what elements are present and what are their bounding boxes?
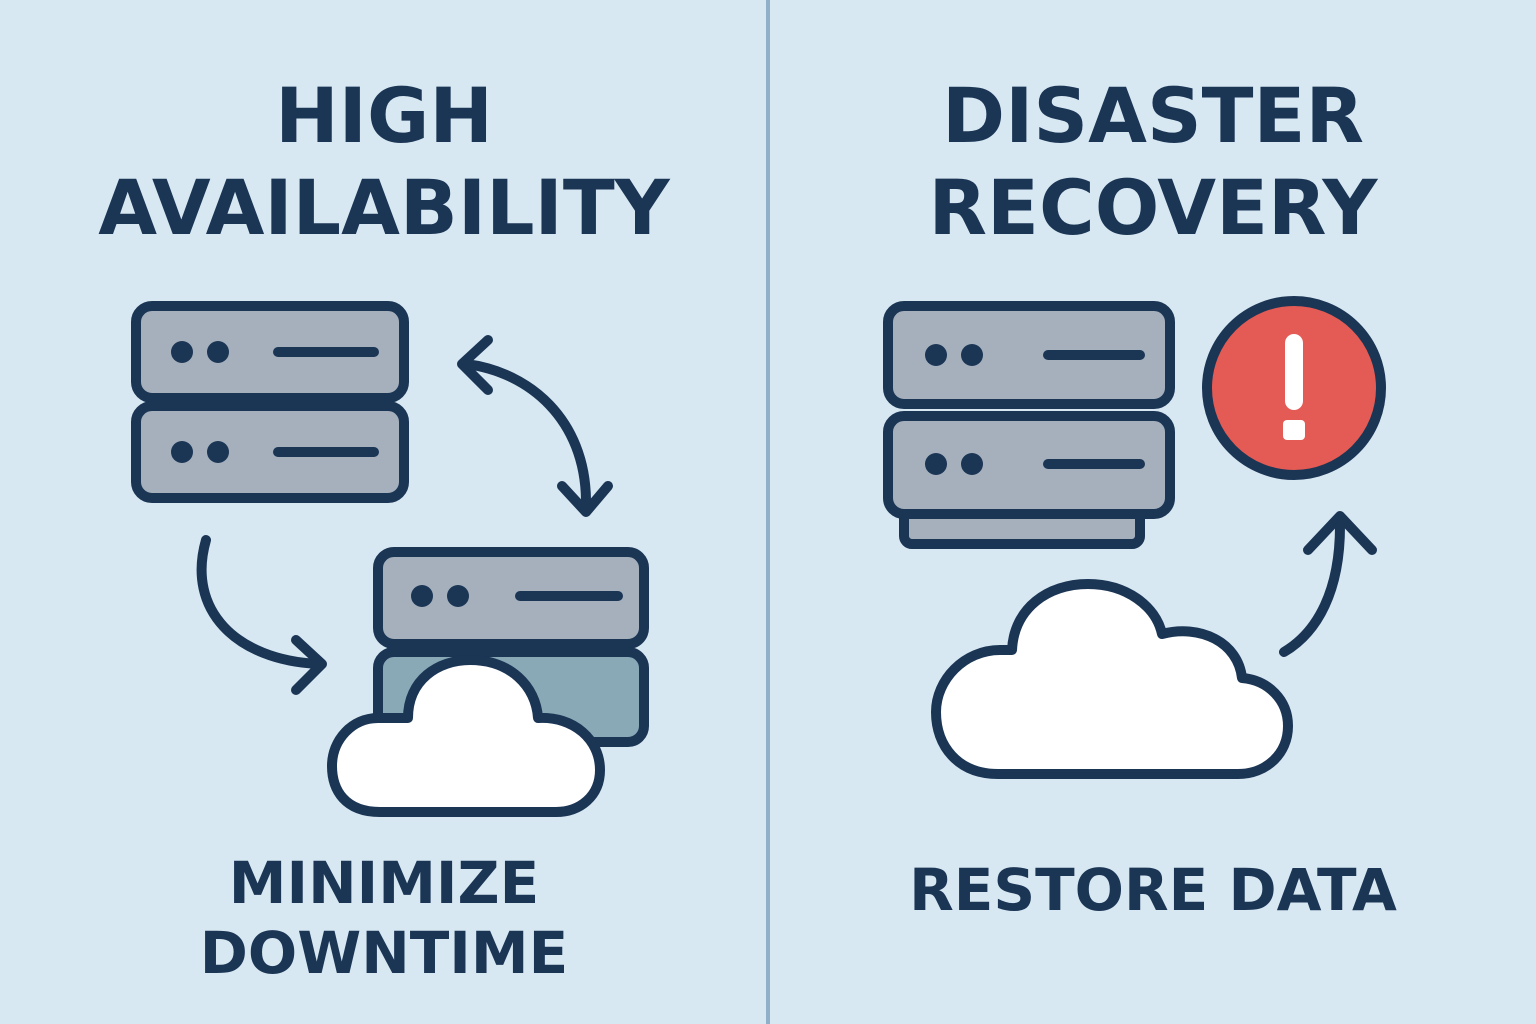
high-availability-title: HIGH AVAILABILITY (0, 70, 768, 254)
title-line-1: HIGH (275, 71, 493, 160)
caption-line-1: RESTORE DATA (909, 856, 1397, 924)
title-line-1: DISASTER (942, 71, 1364, 160)
high-availability-illustration (131, 301, 649, 817)
disaster-recovery-caption: RESTORE DATA (770, 855, 1536, 925)
title-line-2: RECOVERY (928, 163, 1378, 252)
disaster-recovery-illustration (883, 296, 1386, 779)
caption-line-2: DOWNTIME (199, 919, 569, 987)
high-availability-panel: HIGH AVAILABILITY (0, 70, 768, 988)
disaster-recovery-panel: DISASTER RECOVERY (770, 0, 1536, 1024)
caption-line-1: MINIMIZE (228, 849, 540, 917)
high-availability-caption: MINIMIZE DOWNTIME (0, 848, 768, 988)
cloud-icon (327, 655, 605, 817)
panel-divider (766, 0, 770, 1024)
server-stack-icon (883, 301, 1175, 549)
server-stack-icon (131, 301, 409, 503)
disaster-recovery-title: DISASTER RECOVERY (770, 70, 1536, 254)
failover-arrow-icon (196, 535, 327, 695)
title-line-2: AVAILABILITY (98, 163, 670, 252)
cloud-icon (931, 579, 1293, 779)
alert-icon (1202, 296, 1386, 480)
sync-arrow-icon (457, 335, 613, 517)
restore-arrow-icon (1279, 511, 1377, 657)
